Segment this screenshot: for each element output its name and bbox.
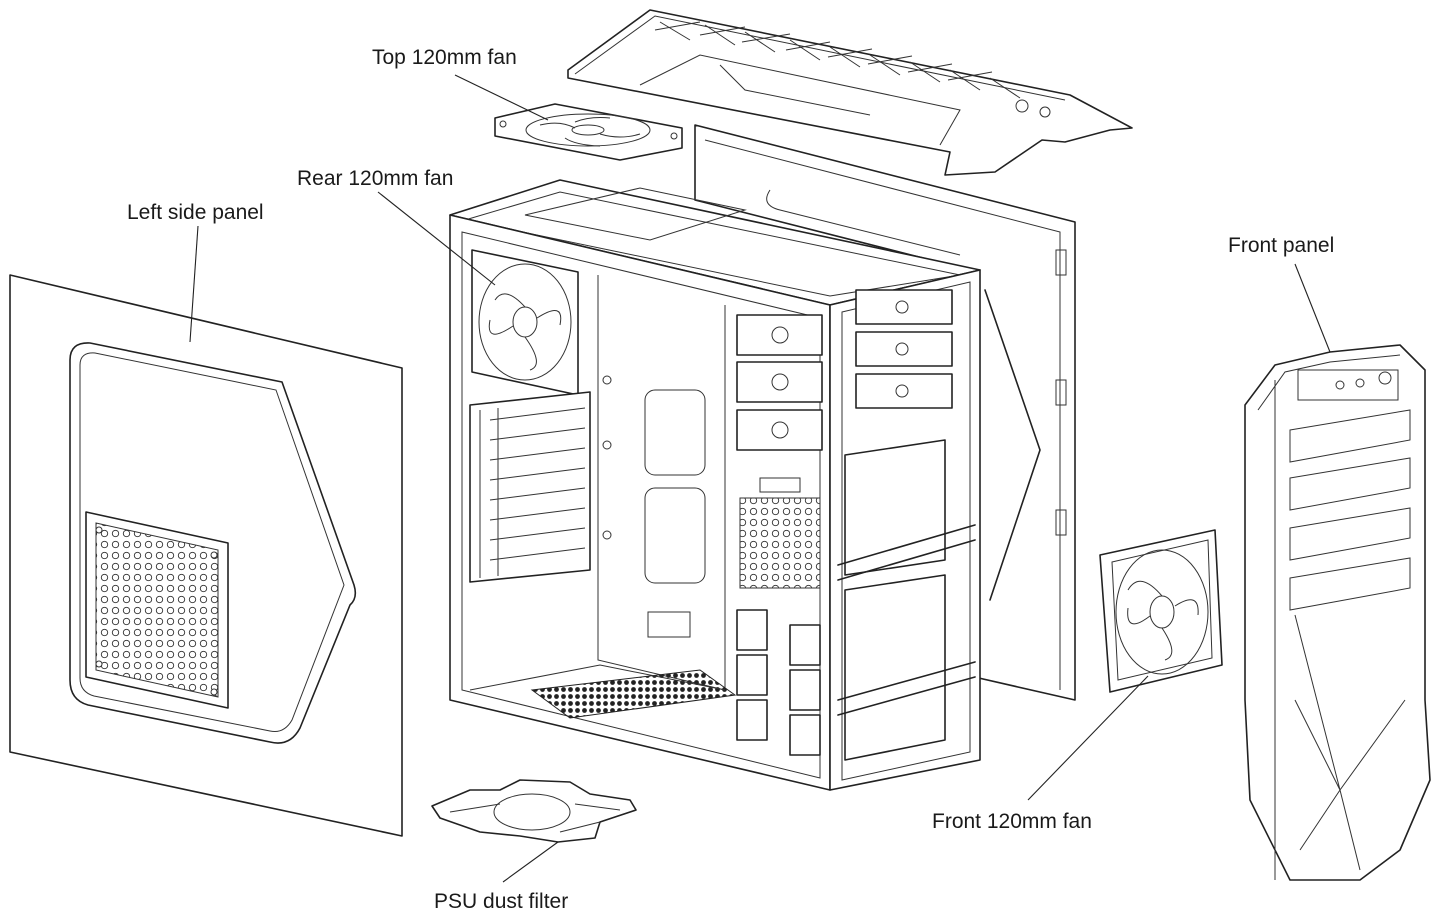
label-psu-dust-filter: PSU dust filter: [434, 890, 569, 913]
leader-lines: [189, 74, 1331, 883]
label-top-fan: Top 120mm fan: [372, 46, 517, 69]
front-120mm-fan: [1099, 529, 1223, 693]
chassis-frame: [449, 179, 981, 791]
top-120mm-fan: [494, 103, 683, 161]
drive-bays: [736, 289, 976, 761]
label-front-panel: Front panel: [1228, 234, 1335, 257]
left-side-panel: [9, 274, 403, 837]
label-rear-fan: Rear 120mm fan: [297, 167, 454, 190]
front-panel: [1244, 344, 1431, 881]
top-panel-cover: [567, 9, 1133, 176]
rear-120mm-fan: [471, 249, 579, 396]
label-left-side-panel: Left side panel: [127, 201, 264, 224]
expansion-slots: [469, 391, 591, 583]
psu-dust-filter: [431, 779, 637, 843]
side-panel-vent: [85, 511, 229, 709]
label-front-fan: Front 120mm fan: [932, 810, 1092, 833]
